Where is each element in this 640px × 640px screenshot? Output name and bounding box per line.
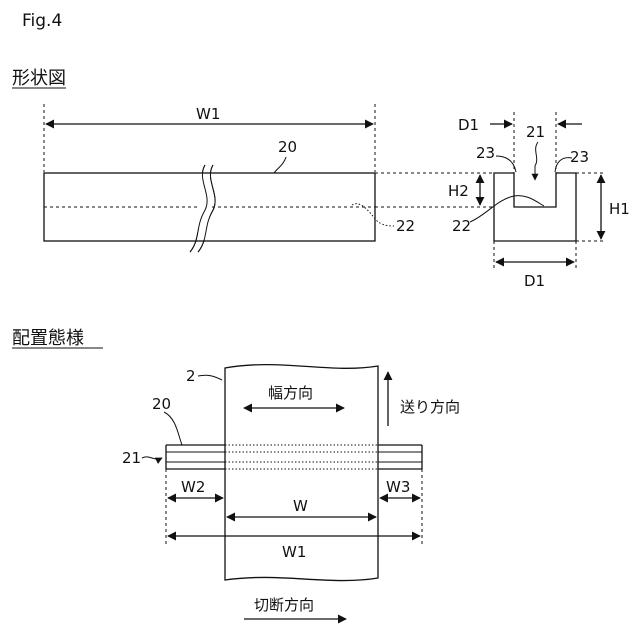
shape-section-title: 形状図 — [12, 68, 66, 89]
w1-label: W1 — [196, 105, 220, 123]
ref-2-leader — [198, 375, 222, 380]
ref-22-cross-label: 22 — [452, 217, 471, 235]
ref-20-arr-label: 20 — [152, 395, 171, 413]
cut-direction-label: 切断方向 — [254, 596, 314, 614]
ref-22-side-label: 22 — [396, 217, 415, 235]
ref-20-arr-leader — [164, 412, 182, 445]
ref-21-arr-arrow — [142, 457, 162, 459]
ref-22-cross-leader — [470, 196, 544, 222]
d1-top-label: D1 — [458, 116, 479, 134]
w-label: W — [293, 497, 308, 515]
arrangement-section-title: 配置態様 — [12, 328, 84, 349]
h1-label: H1 — [609, 200, 630, 218]
w2-label: W2 — [181, 478, 205, 496]
ref-21-label: 21 — [526, 123, 545, 141]
ref-20-leader — [274, 157, 286, 173]
ref-23-left-leader — [496, 156, 516, 172]
ref-21-arr-label: 21 — [122, 449, 141, 467]
d1-bottom-label: D1 — [524, 272, 545, 290]
h2-label: H2 — [448, 182, 469, 200]
feed-direction-label: 送り方向 — [400, 398, 460, 416]
ref-20-label: 20 — [278, 138, 297, 156]
tape-cross-section — [494, 173, 576, 241]
w1-arr-label: W1 — [282, 543, 306, 561]
width-direction-label: 幅方向 — [268, 384, 313, 402]
figure-label: Fig.4 — [22, 11, 62, 31]
w3-label: W3 — [386, 478, 410, 496]
ref-21-arrow — [535, 142, 538, 180]
ref-23-right-label: 23 — [570, 148, 589, 166]
ref-23-left-label: 23 — [476, 144, 495, 162]
ref-2-label: 2 — [186, 367, 196, 385]
